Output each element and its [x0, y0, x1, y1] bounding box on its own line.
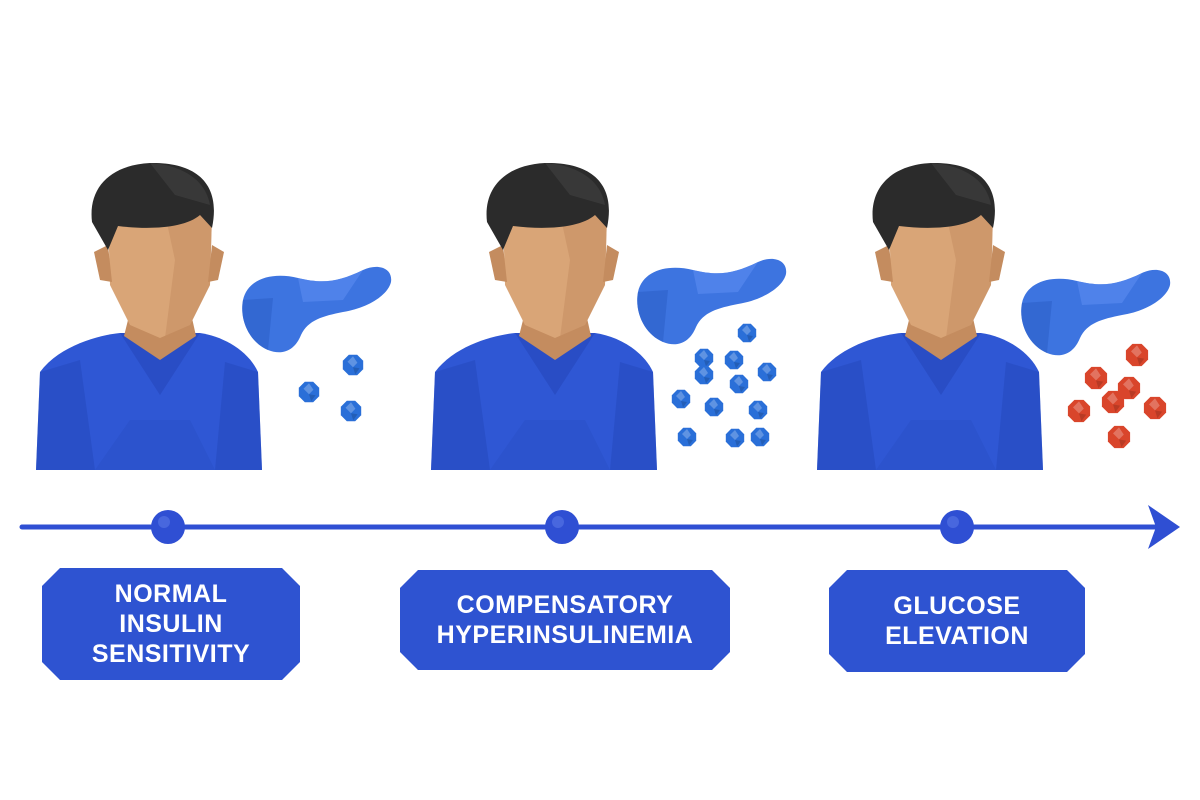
timeline: [19, 505, 1180, 549]
insulin-particle-icon: [671, 389, 691, 409]
insulin-particle-icon: [694, 348, 714, 368]
glucose-particle-icon: [1107, 425, 1131, 449]
stage-label-normal-insulin-sensitivity: NORMAL INSULIN SENSITIVITY: [42, 568, 300, 680]
pancreas-icon: [637, 258, 787, 345]
stage-label-text: GLUCOSE ELEVATION: [885, 592, 1029, 650]
insulin-particle-icon: [757, 362, 777, 382]
timeline-arrow-icon: [1148, 505, 1180, 549]
glucose-particle-icon: [1101, 390, 1125, 414]
insulin-particle-icon: [298, 381, 320, 403]
insulin-particle-icon: [342, 354, 364, 376]
insulin-particle-icon: [750, 427, 770, 447]
glucose-particle-icon: [1143, 396, 1167, 420]
timeline-node-1: [151, 510, 185, 544]
timeline-node-3: [940, 510, 974, 544]
stage-label-text: NORMAL INSULIN SENSITIVITY: [91, 580, 251, 668]
insulin-particle-icon: [729, 374, 749, 394]
person-icon: [431, 162, 657, 470]
insulin-particle-icon: [748, 400, 768, 420]
person-icon: [817, 162, 1043, 470]
timeline-node-2: [545, 510, 579, 544]
insulin-particle-icon: [694, 365, 714, 385]
pancreas-icon: [1021, 269, 1171, 356]
insulin-particle-icon: [677, 427, 697, 447]
insulin-particle-icon: [725, 428, 745, 448]
glucose-particle-icon: [1084, 366, 1108, 390]
person-icon: [36, 162, 262, 470]
stage-label-glucose-elevation: GLUCOSE ELEVATION: [829, 570, 1085, 672]
stage-label-text: COMPENSATORY HYPERINSULINEMIA: [436, 591, 694, 649]
insulin-particle-icon: [340, 400, 362, 422]
glucose-particle-icon: [1117, 376, 1141, 400]
glucose-particle-icon: [1067, 399, 1091, 423]
pancreas-icon: [242, 266, 392, 353]
glucose-particle-icon: [1125, 343, 1149, 367]
stage-label-compensatory-hyperinsulinemia: COMPENSATORY HYPERINSULINEMIA: [400, 570, 730, 670]
insulin-particle-icon: [724, 350, 744, 370]
insulin-particle-icon: [737, 323, 757, 343]
insulin-particle-icon: [704, 397, 724, 417]
